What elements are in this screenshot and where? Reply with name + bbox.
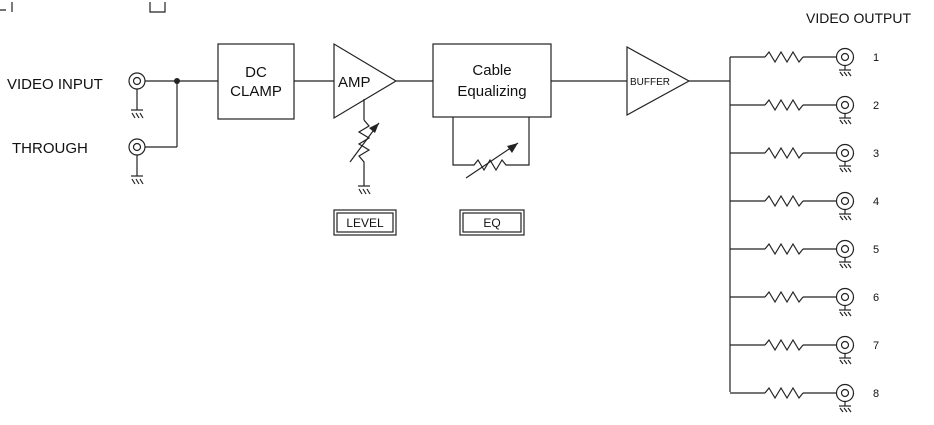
dc-clamp-label-line1: DC bbox=[245, 64, 267, 81]
output-channels: 1 2 3 4 5 6 7 8 bbox=[730, 47, 879, 413]
ground-icon bbox=[839, 257, 852, 269]
ground-icon bbox=[839, 209, 852, 221]
resistor-icon bbox=[764, 194, 804, 208]
cable-equalizing-label-line2: Equalizing bbox=[457, 83, 526, 100]
eq-control-label: EQ bbox=[483, 216, 500, 230]
ground-icon bbox=[839, 65, 852, 77]
eq-control[interactable]: EQ bbox=[459, 209, 525, 236]
output-connector[interactable] bbox=[835, 335, 855, 355]
dc-clamp-block bbox=[217, 43, 295, 120]
output-channel-6: 6 bbox=[730, 287, 879, 317]
resistor-icon bbox=[764, 338, 804, 352]
output-channel-2: 2 bbox=[730, 95, 879, 125]
resistor-icon bbox=[764, 50, 804, 64]
ground-icon bbox=[839, 161, 852, 173]
output-channel-1: 1 bbox=[730, 47, 879, 77]
output-connector[interactable] bbox=[835, 287, 855, 307]
resistor-icon bbox=[764, 146, 804, 160]
cable-equalizing-block bbox=[432, 43, 552, 118]
output-connector[interactable] bbox=[835, 47, 855, 67]
buffer-triangle bbox=[626, 45, 691, 117]
output-channel-4: 4 bbox=[730, 191, 879, 221]
dc-clamp-label-line2: CLAMP bbox=[230, 83, 282, 100]
output-connector[interactable] bbox=[835, 191, 855, 211]
through-label: THROUGH bbox=[12, 140, 88, 157]
ground-icon bbox=[358, 185, 371, 195]
buffer-label: BUFFER bbox=[630, 77, 670, 88]
output-channel-8: 8 bbox=[730, 383, 879, 413]
ground-icon bbox=[839, 401, 852, 413]
top-left-fragment bbox=[0, 2, 166, 13]
output-connector[interactable] bbox=[835, 95, 855, 115]
output-channel-5: 5 bbox=[730, 239, 879, 269]
output-number-label: 2 bbox=[873, 100, 879, 112]
output-number-label: 7 bbox=[873, 340, 879, 352]
cable-equalizing-label-line1: Cable bbox=[472, 62, 511, 79]
output-connector[interactable] bbox=[835, 239, 855, 259]
resistor-icon bbox=[764, 290, 804, 304]
output-number-label: 1 bbox=[873, 52, 879, 64]
ground-icon bbox=[839, 113, 852, 125]
video-input-label: VIDEO INPUT bbox=[7, 76, 103, 93]
output-connector[interactable] bbox=[835, 143, 855, 163]
eq-variable-resistor bbox=[452, 117, 530, 179]
output-number-label: 5 bbox=[873, 244, 879, 256]
output-connector[interactable] bbox=[835, 383, 855, 403]
resistor-icon bbox=[764, 386, 804, 400]
level-control-label: LEVEL bbox=[346, 216, 384, 230]
amp-triangle bbox=[333, 42, 398, 120]
level-control[interactable]: LEVEL bbox=[333, 209, 397, 236]
ground-icon bbox=[839, 353, 852, 365]
output-channel-7: 7 bbox=[730, 335, 879, 365]
output-channel-3: 3 bbox=[730, 143, 879, 173]
through-connector bbox=[128, 138, 177, 176]
resistor-icon bbox=[764, 98, 804, 112]
output-number-label: 8 bbox=[873, 388, 879, 400]
amp-label: AMP bbox=[338, 74, 371, 91]
ground-icon bbox=[131, 175, 144, 185]
output-number-label: 3 bbox=[873, 148, 879, 160]
video-output-title: VIDEO OUTPUT bbox=[806, 10, 911, 26]
output-number-label: 6 bbox=[873, 292, 879, 304]
output-number-label: 4 bbox=[873, 196, 879, 208]
ground-icon bbox=[131, 109, 144, 119]
ground-icon bbox=[839, 305, 852, 317]
resistor-icon bbox=[764, 242, 804, 256]
level-variable-resistor bbox=[349, 119, 380, 186]
video-input-connector bbox=[128, 72, 146, 110]
